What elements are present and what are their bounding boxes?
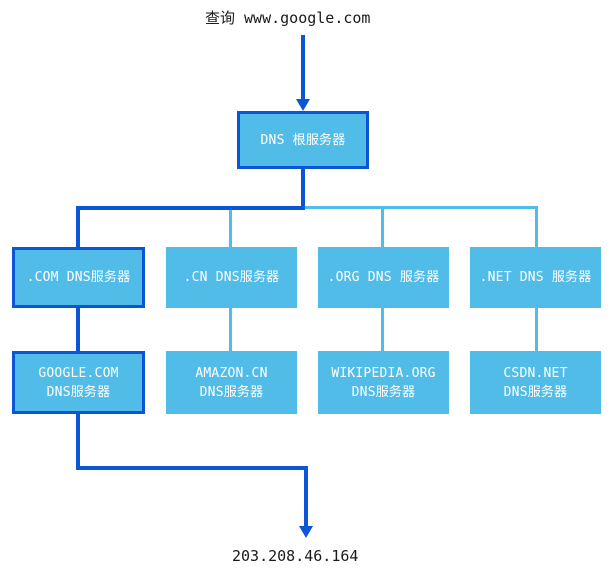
- node-auth-csdn-net-line2: DNS服务器: [503, 384, 568, 400]
- node-tld-net[interactable]: .NET DNS 服务器: [470, 247, 601, 308]
- node-dns-root-label: DNS 根服务器: [260, 132, 346, 148]
- node-auth-csdn-net[interactable]: CSDN.NET DNS服务器: [470, 351, 601, 414]
- node-auth-wikipedia-org-line2: DNS服务器: [351, 384, 416, 400]
- edge-bus-to-org: [381, 206, 384, 249]
- edge-answer-drop: [304, 466, 308, 528]
- node-auth-google-com-line1: GOOGLE.COM: [38, 365, 119, 381]
- node-tld-cn[interactable]: .CN DNS服务器: [166, 247, 297, 308]
- node-tld-org-label: .ORG DNS 服务器: [327, 270, 440, 285]
- node-auth-amazon-cn-line2: DNS服务器: [199, 384, 264, 400]
- query-arrow-head: [296, 99, 310, 111]
- resolved-ip-label: 203.208.46.164: [232, 547, 359, 565]
- edge-answer-across: [76, 466, 308, 470]
- node-auth-amazon-cn[interactable]: AMAZON.CN DNS服务器: [166, 351, 297, 414]
- node-tld-net-label: .NET DNS 服务器: [479, 270, 592, 285]
- edge-net-to-csdn: [535, 306, 538, 353]
- node-auth-wikipedia-org[interactable]: WIKIPEDIA.ORG DNS服务器: [318, 351, 449, 414]
- edge-bus-to-com: [76, 206, 80, 249]
- node-auth-csdn-net-line1: CSDN.NET: [503, 365, 568, 381]
- node-tld-org[interactable]: .ORG DNS 服务器: [318, 247, 449, 308]
- edge-org-to-wikipedia: [381, 306, 384, 353]
- query-arrow-shaft: [301, 35, 305, 101]
- node-tld-cn-label: .CN DNS服务器: [183, 270, 280, 285]
- edge-answer-down: [76, 414, 80, 470]
- edge-bus-to-net: [535, 206, 538, 249]
- node-dns-root[interactable]: DNS 根服务器: [237, 111, 369, 169]
- node-auth-google-com[interactable]: GOOGLE.COM DNS服务器: [12, 351, 145, 414]
- node-auth-wikipedia-org-line1: WIKIPEDIA.ORG: [331, 365, 436, 381]
- node-auth-amazon-cn-line1: AMAZON.CN: [195, 365, 268, 381]
- node-tld-com-label: .COM DNS服务器: [26, 270, 131, 285]
- edge-com-to-google: [76, 306, 80, 353]
- node-auth-google-com-line2: DNS服务器: [46, 384, 111, 400]
- node-tld-com[interactable]: .COM DNS服务器: [12, 247, 145, 308]
- edge-tld-bus: [78, 206, 538, 209]
- edge-root-stem: [301, 169, 305, 210]
- query-label: 查询 www.google.com: [205, 9, 371, 27]
- edge-cn-to-amazon: [229, 306, 232, 353]
- answer-arrow-head: [299, 526, 313, 538]
- edge-tld-bus-highlight: [76, 206, 305, 210]
- edge-bus-to-cn: [229, 206, 232, 249]
